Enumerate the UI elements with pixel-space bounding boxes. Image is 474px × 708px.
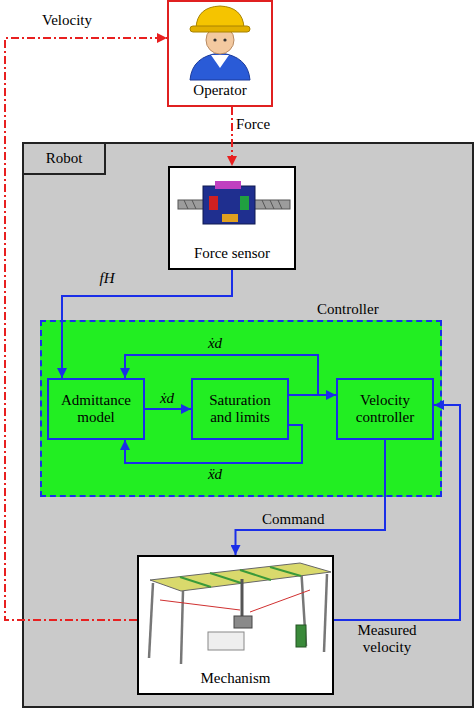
signal-arrow [125,425,302,463]
end-effector [234,616,252,628]
node-label: Admittance model [55,392,137,426]
cable [250,590,310,612]
operator-body [190,53,250,80]
operator-eye [223,38,226,41]
process-box: Saturation and limits [191,378,289,440]
edge-label: Force [236,116,296,133]
signal-arrow [289,394,336,396]
interaction-arrow [5,38,167,620]
operator-face [206,26,234,54]
gantry-beam [180,567,301,587]
actor-box: Operator [167,0,273,107]
operator-collar [211,55,229,68]
gantry-leg [181,591,183,664]
operator-icon [190,6,250,80]
ball-screw [178,200,290,209]
operator-figure [296,625,306,647]
signal-arrow [125,355,318,395]
group-heading: Controller [317,301,379,318]
force-sensor-illustration [178,181,290,224]
sensor-part [209,196,218,210]
sensor-part [222,214,238,222]
sensor-plate [215,181,241,189]
node-label: Saturation and limits [199,392,281,426]
hard-hat-brim [190,26,250,32]
signal-arrow [145,408,191,410]
node-label: Operator [193,82,246,99]
group-heading: Robot [22,142,106,175]
workpiece [208,632,244,650]
signal-arrow [236,440,386,555]
signal-arrow [62,270,232,378]
cable [160,600,240,610]
node-label: Velocity controller [344,392,426,426]
controller-group: ControllerAdmittance modelSaturation and… [40,320,442,497]
hard-hat [196,6,244,28]
process-box: Admittance model [47,378,145,440]
node-label: Mechanism [201,670,271,687]
operator-eye [213,38,216,41]
robot-arm [241,579,244,618]
mechanism-illustration [149,563,331,664]
sensor-block [203,186,255,224]
mechanism-box: Mechanism [137,555,334,695]
edge-label: Velocity [42,12,122,29]
sensor-box: Force sensor [168,166,296,270]
screw-thread [184,200,282,209]
system-band: RobotForce sensorControllerAdmittance mo… [22,142,474,708]
gantry-leg [324,574,327,652]
gantry-leg [149,583,153,658]
gantry-leg [301,566,306,646]
gantry-frame [150,563,331,591]
sensor-part [240,196,249,210]
signal-arrow [334,405,460,620]
interaction-arrow [231,107,233,166]
node-label: Force sensor [194,245,270,262]
process-box: Velocity controller [336,378,434,440]
